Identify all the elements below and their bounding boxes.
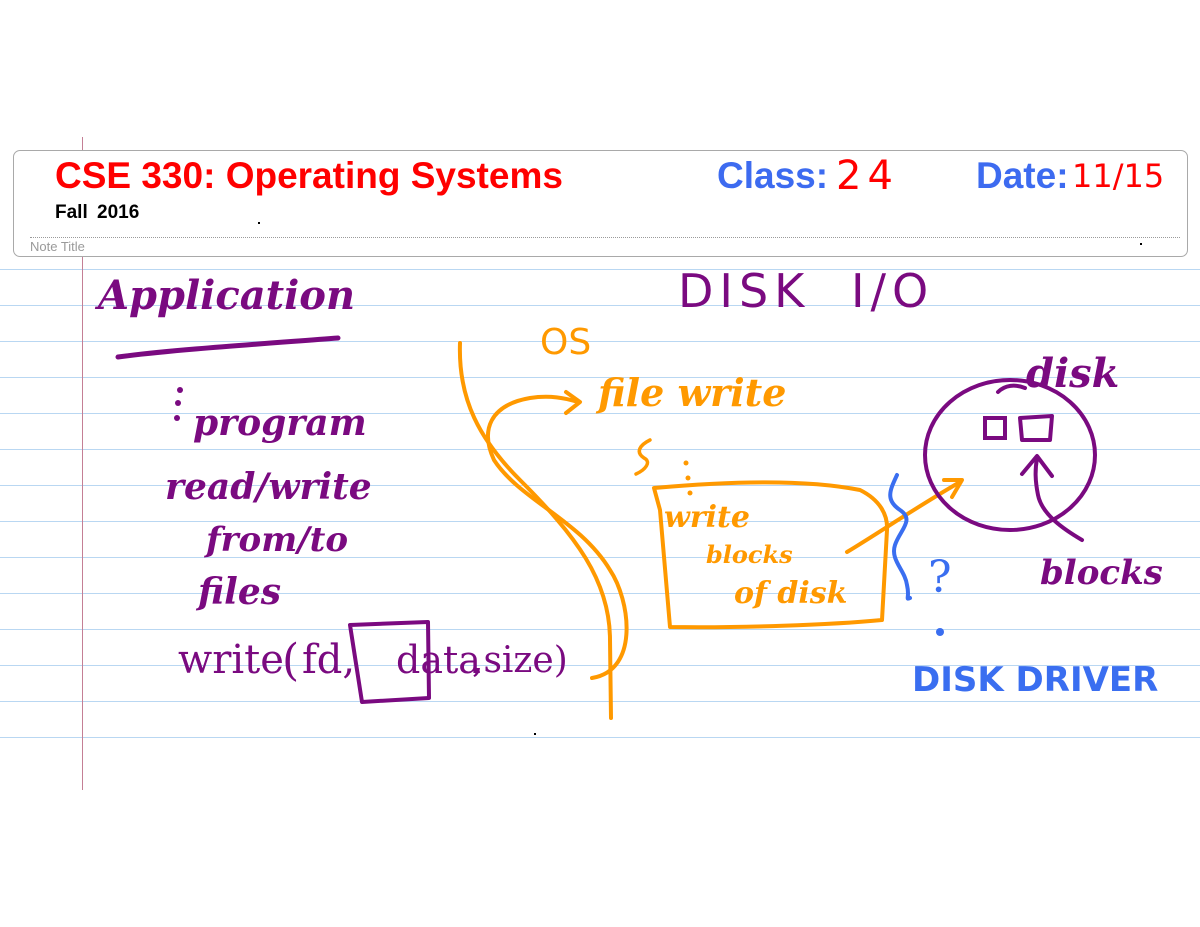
stray-dot (258, 222, 260, 224)
os-box-line3: of disk (734, 576, 848, 611)
ruled-line (0, 737, 1200, 738)
application-underline (115, 335, 341, 360)
os-box-line1: write (664, 500, 750, 535)
term-label: Fall 2016 (55, 202, 140, 223)
disk-block (983, 416, 1007, 440)
colon-dot (175, 400, 181, 406)
date-label: Date: (976, 155, 1069, 196)
colon-dot (177, 387, 183, 393)
question-mark: ? (928, 552, 952, 603)
class-label: Class: (717, 155, 829, 196)
date-value: 11/15 (1072, 157, 1165, 195)
course-title: CSE 330: Operating Systems (55, 155, 563, 196)
ruled-line (0, 449, 1200, 450)
write-to-disk-arrow (845, 480, 962, 554)
write-call-open-paren: ( (282, 635, 300, 686)
disk-label-connector (996, 383, 1027, 394)
syscall-arrowhead (564, 390, 582, 415)
ruled-line (0, 701, 1200, 702)
write-call-func: write (178, 637, 284, 683)
ruled-line (0, 485, 1200, 486)
os-box-line2: blocks (706, 540, 793, 569)
ruled-line (0, 593, 1200, 594)
ruled-line (0, 341, 1200, 342)
ruled-line (0, 413, 1200, 414)
dot (683, 460, 689, 466)
write-call-fd-arg: fd, (302, 637, 356, 683)
title-rule (30, 237, 1180, 238)
os-write-box (652, 480, 890, 630)
write-call-size-arg: ,size) (472, 640, 568, 681)
program-text: program (193, 402, 367, 444)
disk-circle (923, 378, 1097, 532)
blocks-pointer-arrowhead (1020, 454, 1054, 478)
stray-dot (534, 733, 536, 735)
os-label: OS (540, 322, 592, 363)
ruled-line (0, 665, 1200, 666)
write-call-data-arg: data (396, 638, 481, 682)
brace-squiggle (634, 438, 652, 476)
disk-driver-label: DISK DRIVER (912, 660, 1159, 700)
ruled-line (0, 521, 1200, 522)
driver-boundary-squiggle (888, 473, 912, 601)
blocks-label: blocks (1040, 553, 1163, 593)
dot (685, 475, 691, 481)
write-to-disk-arrowhead (942, 478, 964, 499)
dot (687, 490, 693, 496)
os-boundary-curve (457, 341, 613, 720)
disk-io-title: DISK I/O (678, 264, 935, 318)
colon-dot (174, 415, 180, 421)
blue-dot (936, 628, 944, 636)
ruled-line (0, 305, 1200, 306)
ruled-line (0, 629, 1200, 630)
ruled-line (0, 377, 1200, 378)
note-header: CSE 330: Operating Systems Fall 2016 Cla… (13, 150, 1188, 257)
from-to-text: from/to (206, 520, 348, 560)
stray-dot (1140, 243, 1142, 245)
syscall-arrow (486, 394, 629, 680)
files-text: files (198, 571, 282, 613)
disk-label: disk (1026, 350, 1120, 397)
read-write-text: read/write (165, 466, 372, 508)
note-title-input[interactable]: Note Title (30, 239, 85, 254)
heading-application: Application (98, 272, 356, 319)
disk-block (1018, 414, 1054, 442)
data-highlight-box (348, 620, 431, 704)
margin-line (82, 137, 83, 790)
ruled-line (0, 269, 1200, 270)
blocks-pointer-arrow (1033, 456, 1084, 542)
file-write-label: file write (598, 370, 787, 415)
class-number: 24 (836, 153, 899, 199)
